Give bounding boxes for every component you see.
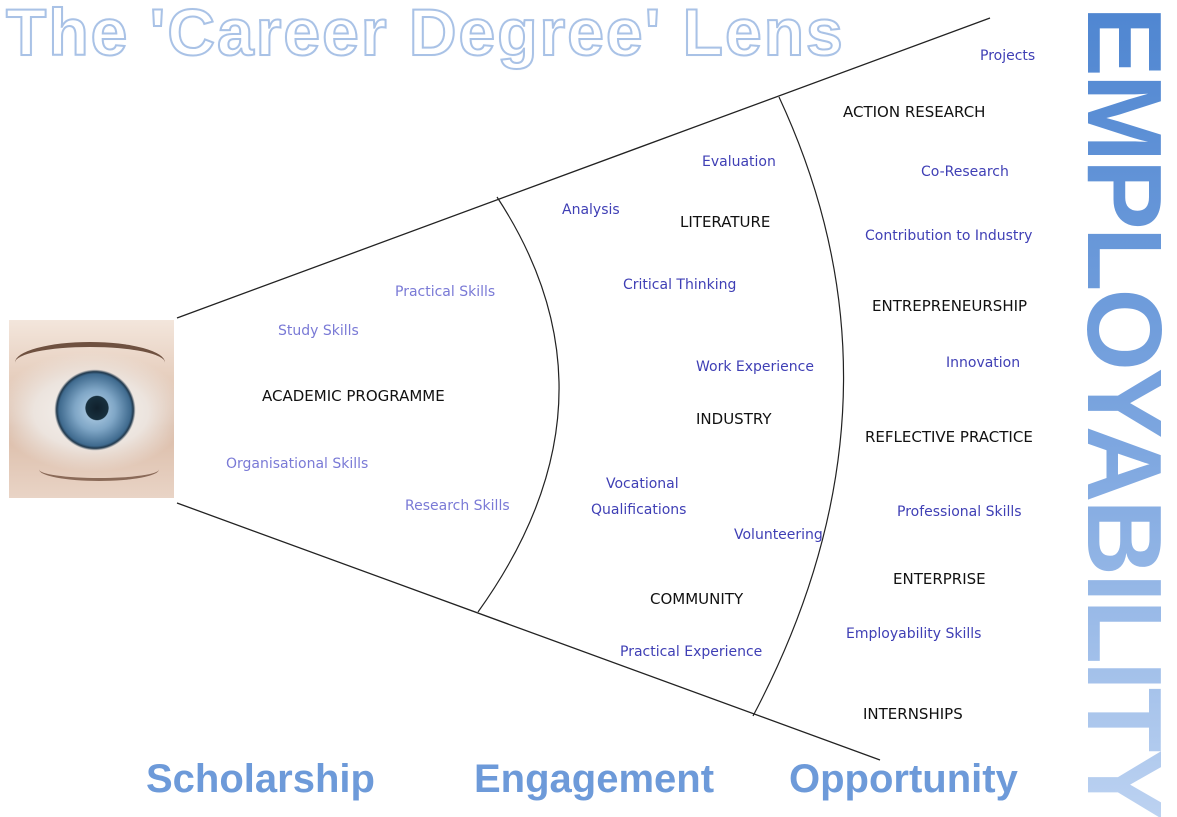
label-professional-skills: Professional Skills	[897, 504, 1022, 520]
label-qualifications: Qualifications	[591, 502, 687, 518]
label-co-research: Co-Research	[921, 164, 1009, 180]
employability-vertical-title: EMPLOYABILITY	[1065, 6, 1177, 817]
lens-arc-inner	[477, 196, 560, 613]
page-title: The 'Career Degree' Lens	[5, 0, 845, 70]
lens-lower-line	[176, 502, 881, 761]
heading-community: COMMUNITY	[650, 590, 744, 608]
eyelash-top	[15, 342, 165, 383]
label-work-experience: Work Experience	[696, 359, 814, 375]
heading-entrepreneurship: ENTREPRENEURSHIP	[872, 297, 1028, 315]
label-contribution-to-industry: Contribution to Industry	[865, 228, 1033, 244]
heading-literature: LITERATURE	[680, 213, 771, 231]
label-critical-thinking: Critical Thinking	[623, 277, 737, 293]
label-volunteering: Volunteering	[734, 527, 823, 543]
heading-industry: INDUSTRY	[696, 410, 772, 428]
label-evaluation: Evaluation	[702, 154, 776, 170]
label-organisational-skills: Organisational Skills	[226, 456, 369, 472]
lens-upper-line	[176, 17, 991, 319]
bottom-word-scholarship: Scholarship	[146, 757, 375, 801]
lens-arc-outer	[752, 96, 845, 717]
label-research-skills: Research Skills	[405, 498, 510, 514]
label-study-skills: Study Skills	[278, 323, 359, 339]
label-vocational: Vocational	[606, 476, 679, 492]
label-projects: Projects	[980, 48, 1036, 64]
label-practical-skills: Practical Skills	[395, 284, 496, 300]
eyelash-bottom	[39, 458, 159, 481]
bottom-word-opportunity: Opportunity	[789, 757, 1018, 801]
label-employability-skills: Employability Skills	[846, 626, 982, 642]
heading-enterprise: ENTERPRISE	[893, 570, 986, 588]
heading-action-research: ACTION RESEARCH	[843, 103, 986, 121]
label-innovation: Innovation	[946, 355, 1021, 371]
bottom-word-engagement: Engagement	[474, 757, 715, 801]
heading-academic-programme: ACADEMIC PROGRAMME	[262, 387, 445, 405]
label-analysis: Analysis	[562, 202, 620, 218]
heading-internships: INTERNSHIPS	[863, 705, 963, 723]
label-practical-experience: Practical Experience	[620, 644, 763, 660]
heading-reflective-practice: REFLECTIVE PRACTICE	[865, 428, 1033, 446]
eye-image	[9, 320, 174, 498]
